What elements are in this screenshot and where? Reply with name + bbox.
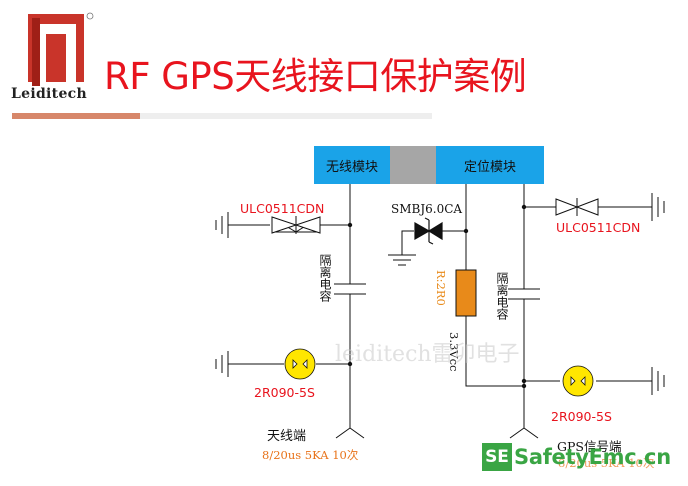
left-ground-top [215, 212, 229, 238]
left-cap-plates [334, 283, 366, 295]
center-wire-lower [465, 316, 524, 387]
leiditech-logo [28, 12, 94, 86]
right-ground-top [651, 193, 665, 221]
resistor-label: R:2R0 [434, 270, 448, 306]
resistor-icon [455, 269, 477, 317]
site-badge: SE [482, 443, 512, 471]
tvs-left-label: ULC0511CDN [240, 201, 325, 216]
cap-right-label: 隔离电容 [495, 272, 509, 320]
gps-port-label: GPS信号端 [557, 439, 622, 454]
site-name: SafetyEmc.cn [514, 445, 671, 469]
title-divider [12, 113, 432, 119]
tvs-left-icon [271, 216, 321, 234]
center-ground [388, 254, 416, 266]
surge-right-label: 8/20us 5KA 10次 [558, 456, 655, 470]
left-ground-bottom [215, 351, 229, 377]
module-gap [390, 146, 436, 184]
site-logo: SE SafetyEmc.cn [482, 443, 671, 471]
junction-dots [347, 204, 527, 389]
right-ground-bottom [651, 367, 665, 395]
center-tvs-wire [401, 230, 466, 255]
cap-left-label: 隔离电容 [318, 254, 332, 302]
tvs-right-icon [555, 198, 599, 216]
gdt-right-label: 2R090-5S [551, 409, 612, 424]
gdt-left-label: 2R090-5S [254, 385, 315, 400]
logo-text: Leiditech [11, 86, 87, 102]
wireless-module: 无线模块 [314, 146, 390, 184]
antenna-left-symbol [335, 427, 365, 439]
page-title: RF GPS天线接口保护案例 [104, 55, 527, 98]
tvs-center-icon [414, 217, 443, 245]
antenna-right-symbol [509, 427, 539, 439]
positioning-module: 定位模块 [436, 146, 544, 184]
tvs-right-label: ULC0511CDN [556, 220, 641, 235]
gdt-right-icon [562, 365, 594, 397]
wireless-module-label: 无线模块 [325, 159, 378, 175]
gdt-left-icon [284, 348, 316, 380]
right-cap-plates [508, 288, 540, 300]
left-main-wire [320, 184, 351, 226]
watermark-text: leiditech雷卯电子 [335, 342, 520, 367]
tvs-center-label: SMBJ6.0CA [391, 202, 463, 216]
surge-left-label: 8/20us 5KA 10次 [262, 448, 359, 462]
positioning-module-label: 定位模块 [463, 159, 516, 175]
antenna-port-label: 天线端 [267, 429, 307, 444]
supply-label: 3.3Vcc [447, 332, 461, 372]
